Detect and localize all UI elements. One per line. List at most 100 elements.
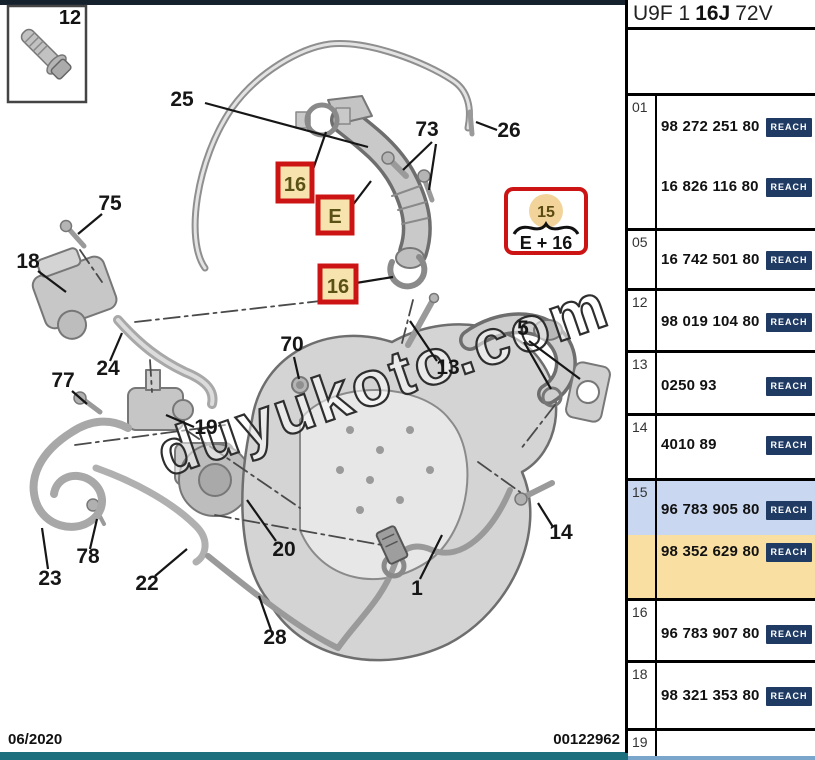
part-line: 96 783 905 80 REACH <box>655 501 815 521</box>
row-ref-number: 18 <box>632 666 648 682</box>
part-number: 96 783 905 80 <box>661 501 760 518</box>
diagram-label-70: 70 <box>280 333 304 380</box>
part-number-label: 73 <box>415 118 438 141</box>
bolt-77 <box>81 397 103 415</box>
bolt-14 <box>521 480 555 500</box>
reach-button[interactable]: REACH <box>766 118 812 137</box>
part-number: 16 826 116 80 <box>661 178 759 195</box>
part-number-label: 18 <box>16 250 40 273</box>
part-line: 4010 89 REACH <box>655 436 815 456</box>
ref-column-divider <box>655 601 657 660</box>
ref-column-divider <box>655 96 657 228</box>
diagram-label-77: 77 <box>51 369 88 405</box>
part-line: 16 742 501 80 REACH <box>655 251 815 271</box>
reach-button[interactable]: REACH <box>766 436 812 455</box>
diagram-label-19: 19 <box>165 413 218 439</box>
table-row-19[interactable]: 19 <box>628 731 815 756</box>
reach-button[interactable]: REACH <box>766 625 812 644</box>
row-ref-number: 16 <box>632 604 648 620</box>
svg-text:16: 16 <box>284 174 306 196</box>
diagram-label-14: 14 <box>537 502 573 544</box>
part-number: 98 272 251 80 <box>661 118 760 135</box>
panel-divider <box>625 0 628 753</box>
part-number: 4010 89 <box>661 436 717 453</box>
part-number-label: 26 <box>497 119 520 142</box>
diagram-label-1: 1 <box>411 534 443 600</box>
diagram-label-75: 75 <box>77 192 122 235</box>
reach-button[interactable]: REACH <box>766 251 812 270</box>
part-number-label: 14 <box>549 521 573 544</box>
diagram-label-13: 13 <box>409 320 460 379</box>
row-ref-number: 05 <box>632 234 648 250</box>
callout-16-top: 16 <box>275 131 328 204</box>
code-suffix: 72V <box>735 1 773 25</box>
part-line: 98 321 353 80 REACH <box>655 687 815 707</box>
part-number-label: 28 <box>263 626 287 649</box>
reach-button[interactable]: REACH <box>766 501 812 520</box>
part-number: 96 783 907 80 <box>661 625 760 642</box>
svg-text:E + 16: E + 16 <box>520 233 573 253</box>
reach-button[interactable]: REACH <box>766 313 812 332</box>
part-number: 16 742 501 80 <box>661 251 760 268</box>
bolts-73 <box>381 151 435 203</box>
part-number-label: 25 <box>170 88 194 111</box>
diagram-label-18: 18 <box>16 250 67 293</box>
table-row-14[interactable]: 14 4010 89 REACH <box>628 416 815 481</box>
diagram-label-78: 78 <box>76 518 100 568</box>
table-row-01[interactable]: 01 98 272 251 80 REACH 16 826 116 80 REACH <box>628 96 815 231</box>
diagram-label-22: 22 <box>135 548 188 595</box>
part-number: 98 321 353 80 <box>661 687 760 704</box>
callout-16-bottom: 16 <box>317 263 394 305</box>
exploded-diagram-area: duyukoto.com 12 16 <box>6 4 619 662</box>
ref-column-divider <box>655 291 657 350</box>
table-row-18[interactable]: 18 98 321 353 80 REACH <box>628 663 815 731</box>
clamp-16-bottom <box>387 254 428 290</box>
part-number-label: 70 <box>280 333 303 356</box>
reach-button[interactable]: REACH <box>766 178 812 197</box>
svg-text:16: 16 <box>327 276 349 298</box>
parts-list-panel: U9F 1 16J 72V 01 98 272 251 80 REACH 16 826… <box>628 0 815 756</box>
pump-18 <box>31 247 118 340</box>
diagram-label-73: 73 <box>402 118 439 191</box>
top-navy-bar <box>0 0 628 5</box>
part-number-label: 23 <box>38 567 61 590</box>
diagram-label-26: 26 <box>475 119 521 142</box>
table-row-16[interactable]: 16 96 783 907 80 REACH <box>628 601 815 663</box>
diagram-label-5: 5 <box>517 317 581 390</box>
bolt-75 <box>65 225 87 249</box>
part-number-label: 5 <box>517 317 529 340</box>
ref-column-divider <box>655 416 657 478</box>
ref-column-divider <box>655 231 657 288</box>
row-ref-number: 13 <box>632 356 648 372</box>
part-number-label: 13 <box>436 356 459 379</box>
valve-19 <box>127 369 194 431</box>
reach-button[interactable]: REACH <box>766 377 812 396</box>
parts-diagram: duyukoto.com 12 16 <box>6 4 619 662</box>
bottom-blue-bar <box>628 752 815 760</box>
row-ref-number: 14 <box>632 419 648 435</box>
row-ref-number: 01 <box>632 99 648 115</box>
part-line: 96 783 907 80 REACH <box>655 625 815 645</box>
diagram-label-23: 23 <box>38 527 62 590</box>
catalog-code: U9F 1 16J 72V <box>628 0 815 30</box>
part-line: 98 272 251 80 REACH <box>655 118 815 138</box>
callout-E: E <box>315 180 372 236</box>
ref-column-divider <box>655 353 657 413</box>
diagram-label-28: 28 <box>257 595 287 649</box>
ref-column-divider <box>655 663 657 728</box>
part-number-label: 77 <box>51 369 74 392</box>
table-row-05[interactable]: 05 16 742 501 80 REACH <box>628 231 815 291</box>
ref-column-divider <box>655 731 657 756</box>
hose-23 <box>29 417 132 531</box>
part-number-label: 24 <box>96 357 120 380</box>
reach-button[interactable]: REACH <box>766 543 812 562</box>
part-number-label: 20 <box>272 538 295 561</box>
reach-button[interactable]: REACH <box>766 687 812 706</box>
